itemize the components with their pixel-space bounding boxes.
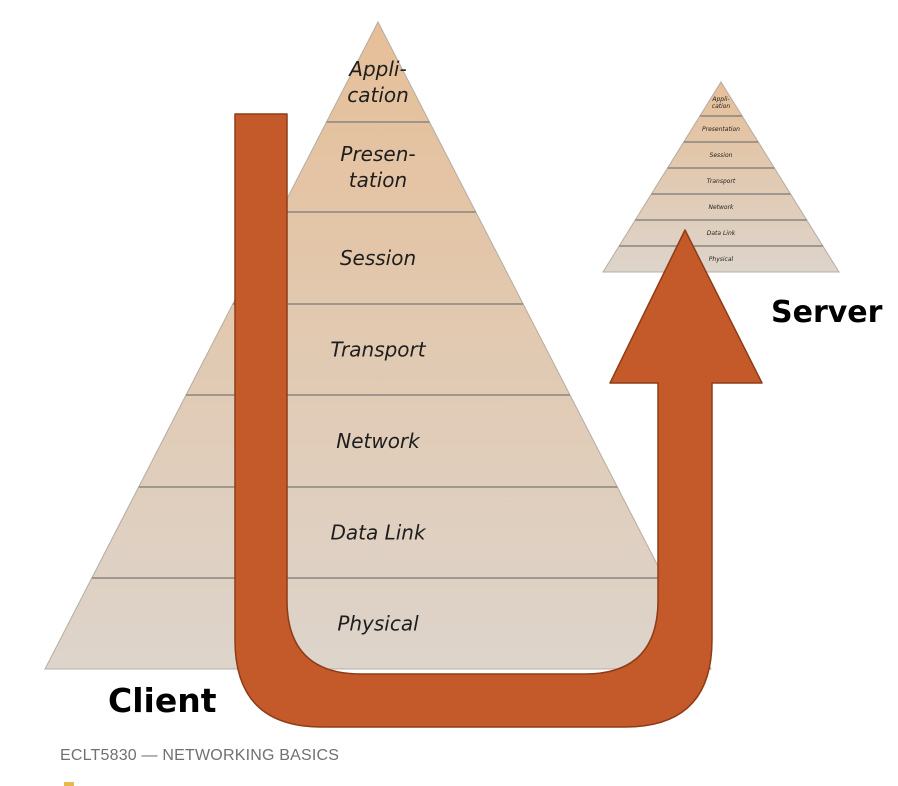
- server-layer-data-link: Data Link: [707, 230, 736, 237]
- client-layer-transport: Transport: [330, 338, 426, 362]
- client-layer-data-link: Data Link: [330, 521, 426, 545]
- server-pyramid-body: [602, 81, 840, 273]
- client-layer-presentation: Presen-tation: [340, 142, 415, 192]
- server-layer-presentation: Presentation: [702, 126, 740, 133]
- client-layer-application: Appli-cation: [347, 57, 409, 107]
- client-label: Client: [108, 681, 217, 720]
- server-label: Server: [771, 295, 883, 330]
- server-layer-application: Appli-cation: [711, 96, 730, 110]
- server-layer-transport: Transport: [707, 178, 736, 185]
- server-layer-network: Network: [708, 204, 734, 211]
- accent-mark: [64, 782, 74, 786]
- server-layer-session: Session: [710, 152, 733, 159]
- server-layer-physical: Physical: [709, 256, 734, 263]
- data-flow-arrow: [234, 113, 763, 728]
- client-pyramid-body: [44, 20, 712, 670]
- client-layer-network: Network: [336, 429, 421, 453]
- client-pyramid: Appli-cationPresen-tationSessionTranspor…: [44, 20, 712, 670]
- client-layer-session: Session: [340, 246, 416, 270]
- footer-course-title: ECLT5830 — NETWORKING BASICS: [60, 747, 340, 764]
- server-pyramid: Appli-cationPresentationSessionTransport…: [602, 81, 840, 273]
- client-layer-physical: Physical: [337, 612, 419, 636]
